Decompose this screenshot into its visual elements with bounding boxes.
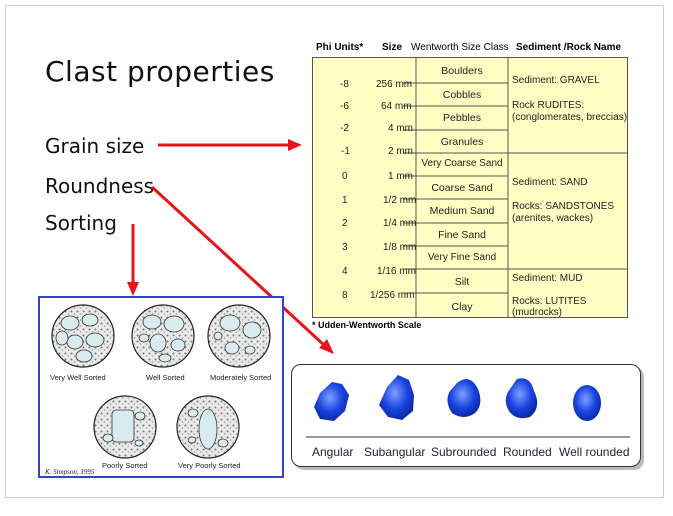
phi-cell: 3 [342,242,348,253]
size-cell: 1 mm [388,171,413,182]
class-cell: Silt [416,276,508,288]
roundness-label: Subangular [364,445,425,459]
name-gravel: Sediment: GRAVEL [512,75,600,86]
size-cell: 1/2 mm [383,195,416,206]
class-cell: Fine Sand [416,229,508,241]
size-cell: 1/8 mm [383,242,416,253]
phi-cell: 2 [342,218,348,229]
phi-cell: -6 [340,101,349,112]
grain-rounded [506,378,537,418]
class-cell: Cobbles [416,89,508,101]
sorting-label: Very Poorly Sorted [178,461,241,470]
class-cell: Medium Sand [416,205,508,217]
class-cell: Pebbles [416,112,508,124]
roundness-label: Rounded [503,445,552,459]
name-sandstones-detail: (arenites, wackes) [512,213,593,224]
name-mud: Sediment: MUD [512,273,583,284]
grain-angular [314,382,349,421]
sorting-label: Moderately Sorted [210,373,271,382]
roundness-label: Angular [312,445,353,459]
class-cell: Coarse Sand [416,182,508,194]
class-cell: Very Coarse Sand [416,158,508,169]
sorting-credit: K. Simpson, 1995 [45,468,94,476]
size-cell: 1/16 mm [377,266,416,277]
size-cell: 1/256 mm [370,290,414,301]
name-rudites-detail: (conglomerates, breccias) [512,112,627,123]
sorting-panel: Very Well Sorted Well Sorted Moderately … [38,296,284,478]
grain-subrounded [447,379,480,417]
phi-cell: 4 [342,266,348,277]
class-cell: Clay [416,301,508,313]
phi-cell: -8 [340,79,349,90]
roundness-label: Well rounded [559,445,630,459]
class-cell: Granules [416,136,508,148]
phi-cell: 1 [342,195,348,206]
phi-cell: -2 [340,123,349,134]
name-rudites: Rock RUDITES: [512,100,584,111]
name-lutites-detail: (mudrocks) [512,307,562,318]
size-cell: 256 mm [376,79,412,90]
sorting-label: Very Well Sorted [50,373,106,382]
sorting-label: Well Sorted [146,373,185,382]
size-cell: 64 mm [381,101,412,112]
name-sand: Sediment: SAND [512,177,588,188]
table-footnote: * Udden-Wentworth Scale [312,320,421,330]
phi-cell: -1 [341,146,350,157]
size-cell: 2 mm [388,146,413,157]
phi-cell: 8 [342,290,348,301]
grain-well-rounded [573,385,601,421]
name-lutites: Rocks: LUTITES [512,296,586,307]
sorting-label: Poorly Sorted [102,461,147,470]
sorting-grains-illustration [40,298,286,480]
class-cell: Very Fine Sand [416,252,508,263]
phi-cell: 0 [342,171,348,182]
roundness-label: Subrounded [431,445,496,459]
class-cell: Boulders [416,65,508,77]
size-cell: 1/4 mm [383,218,416,229]
size-cell: 4 mm [388,123,413,134]
grain-subangular [379,375,414,420]
name-sandstones: Rocks: SANDSTONES [512,201,614,212]
